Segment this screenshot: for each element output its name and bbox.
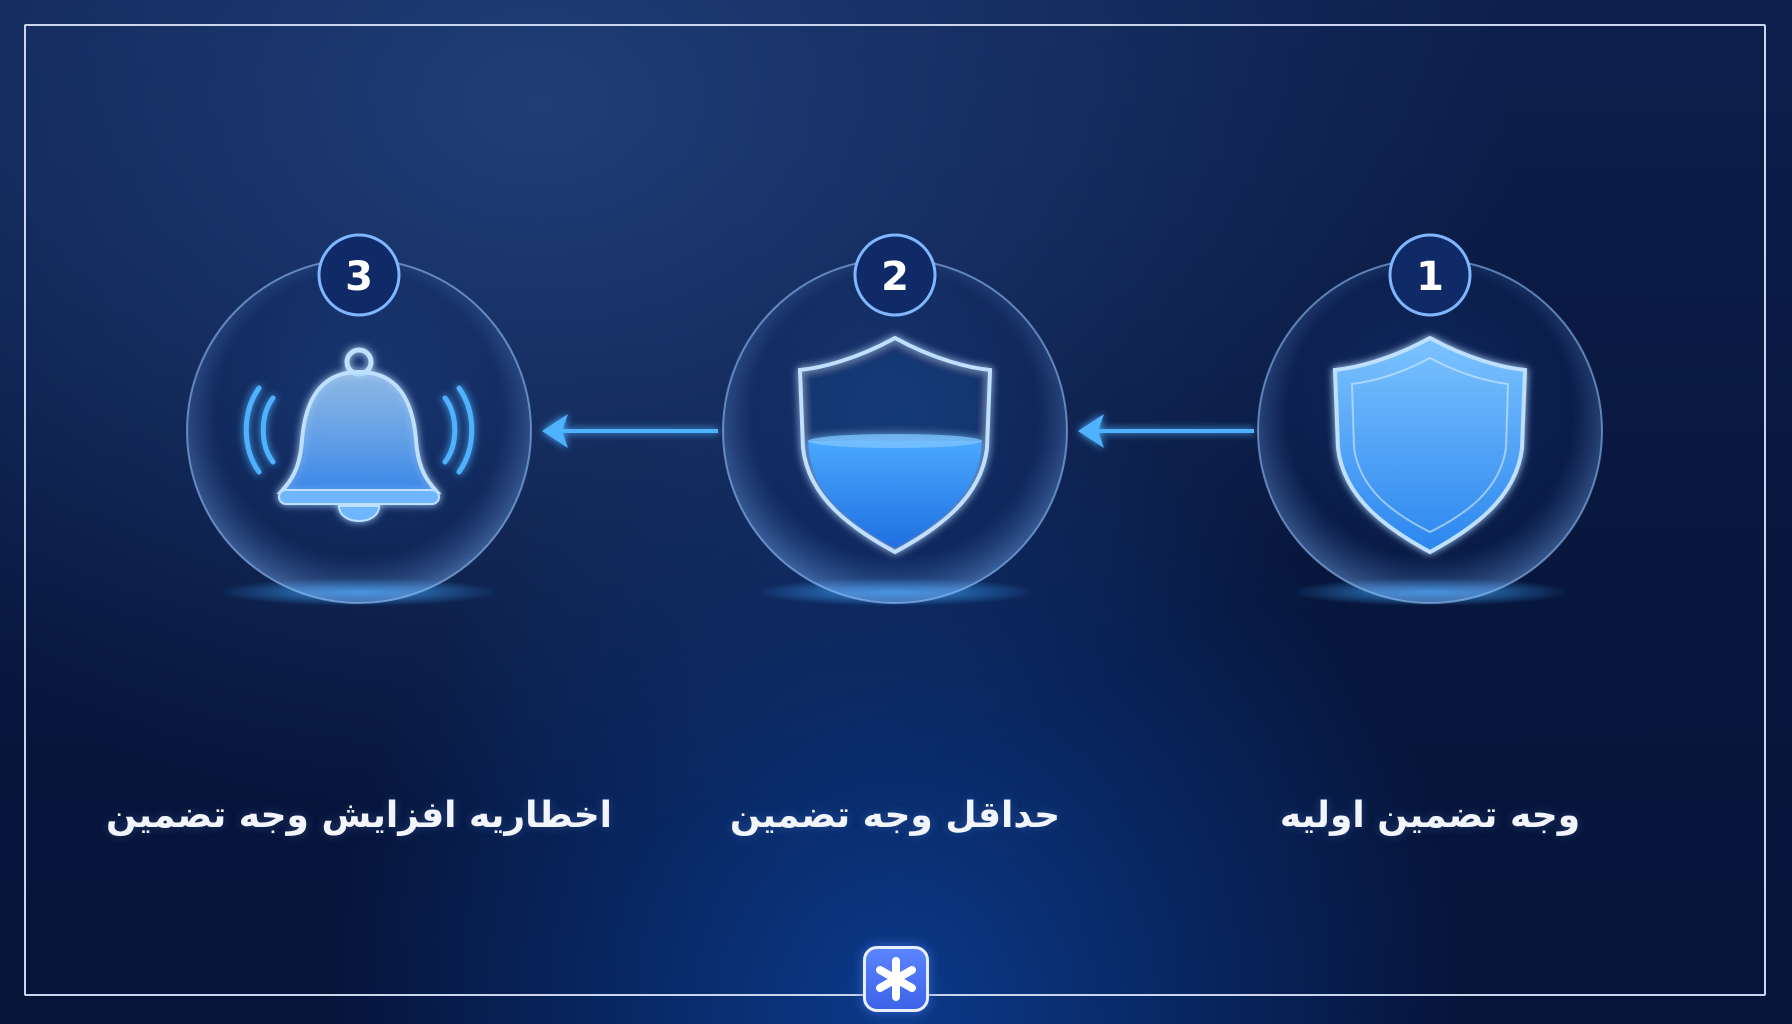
step-3-node: 3 <box>186 233 532 606</box>
step-3-label: اخطاریه افزایش وجه تضمین <box>106 795 612 836</box>
shield-half-icon <box>797 335 993 555</box>
bell-alert-icon <box>243 347 475 522</box>
step-1-label: وجه تضمین اولیه <box>1279 795 1581 836</box>
shield-full-icon <box>1332 335 1528 555</box>
step-3-number: 3 <box>345 254 373 300</box>
step-2-label: حداقل وجه تضمین <box>729 795 1061 836</box>
connector-arrow-2-to-3 <box>542 414 718 448</box>
step-1-node: 1 <box>1257 233 1603 606</box>
connector-arrow-1-to-2 <box>1078 414 1254 448</box>
step-2-number: 2 <box>881 254 909 300</box>
step-2-node: 2 <box>722 233 1068 606</box>
asterisk-logo-icon <box>863 946 929 1012</box>
step-1-number: 1 <box>1416 254 1444 300</box>
